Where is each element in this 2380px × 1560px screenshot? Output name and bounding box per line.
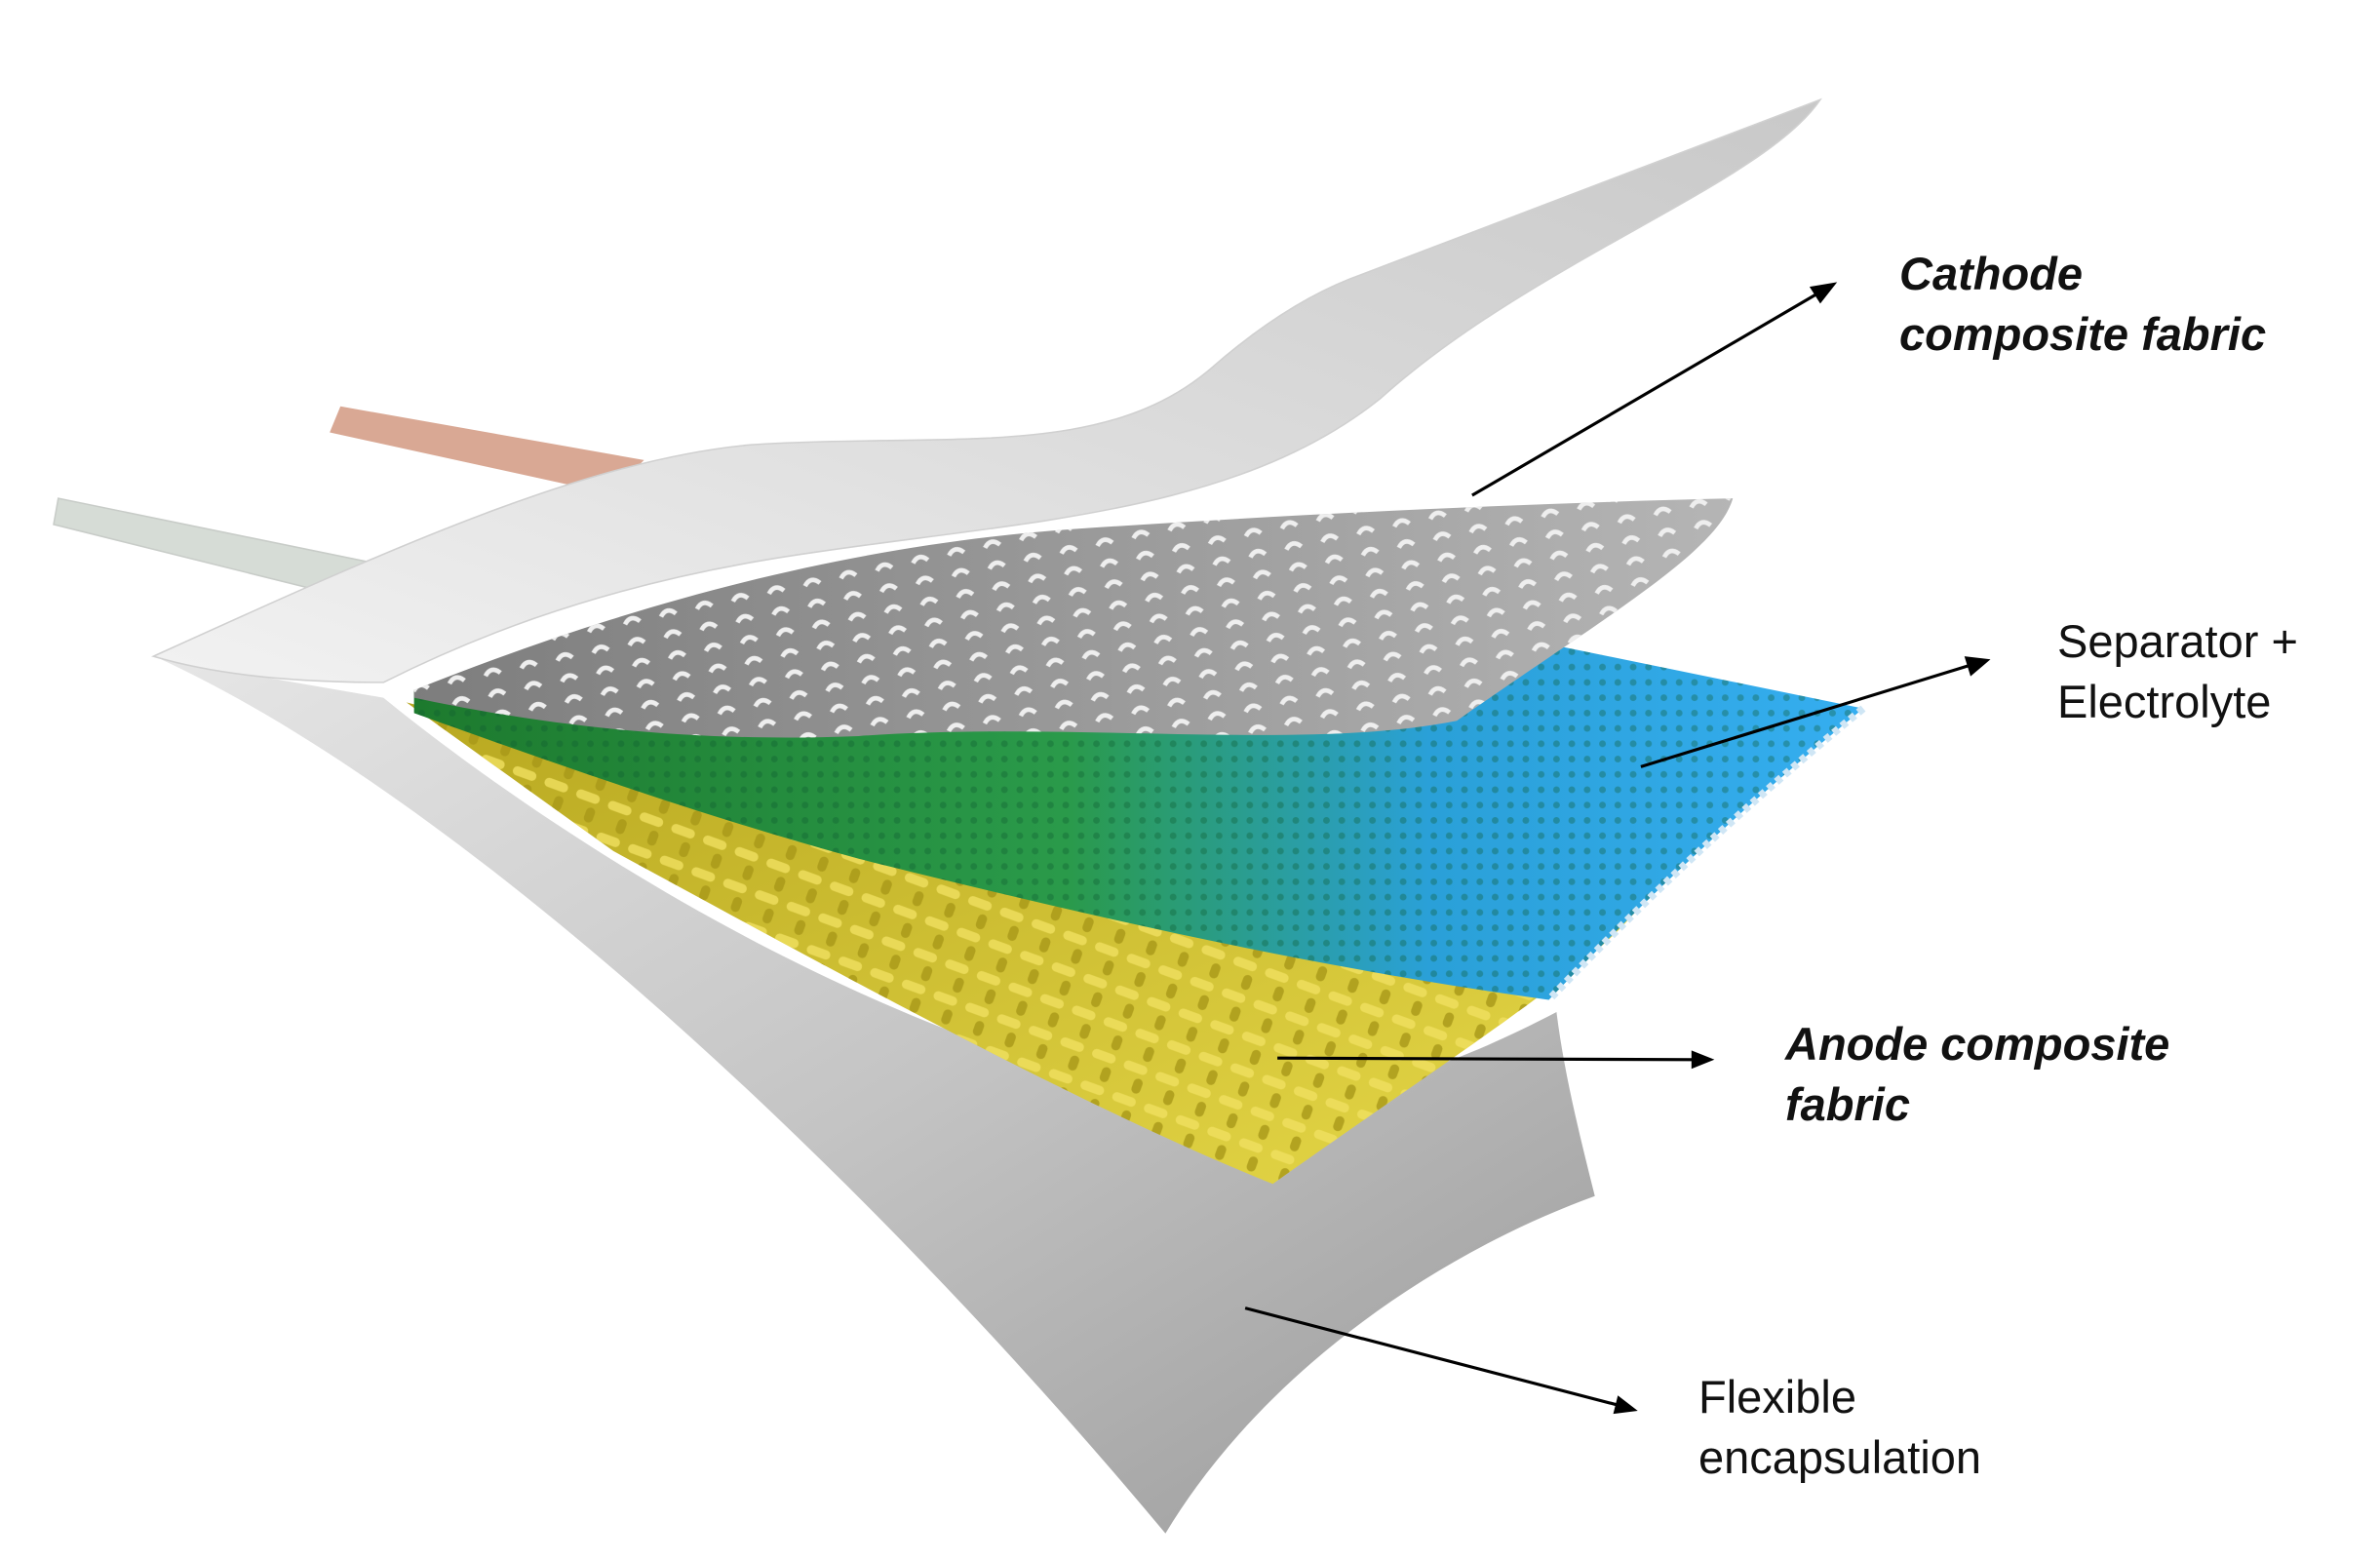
encapsulation-label-line1: Flexible (1698, 1371, 1856, 1423)
encapsulation-label: Flexible encapsulation (1698, 1367, 1981, 1488)
cathode-label-line2: composite fabric (1899, 308, 2267, 360)
anode-label-line2: fabric (1785, 1078, 1910, 1130)
separator-label: Separator + Electrolyte (2057, 611, 2298, 732)
cathode-arrow (1471, 292, 1820, 497)
cathode-label: Cathode composite fabric (1899, 244, 2266, 365)
anode-arrow (1277, 1056, 1694, 1062)
anode-label-line1: Anode composite (1785, 1018, 2170, 1070)
separator-label-line2: Electrolyte (2057, 676, 2272, 727)
encapsulation-label-line2: encapsulation (1698, 1431, 1982, 1483)
anode-label: Anode composite fabric (1785, 1014, 2169, 1135)
flexible-encapsulation-sheet (161, 659, 1595, 1534)
top-encapsulation-sheet (151, 98, 1822, 683)
separator-label-line1: Separator + (2057, 615, 2298, 667)
encapsulation-arrow (1244, 1306, 1618, 1407)
copper-tab (330, 406, 644, 494)
cathode-label-line1: Cathode (1899, 248, 2083, 299)
separator-arrow (1640, 664, 1970, 768)
